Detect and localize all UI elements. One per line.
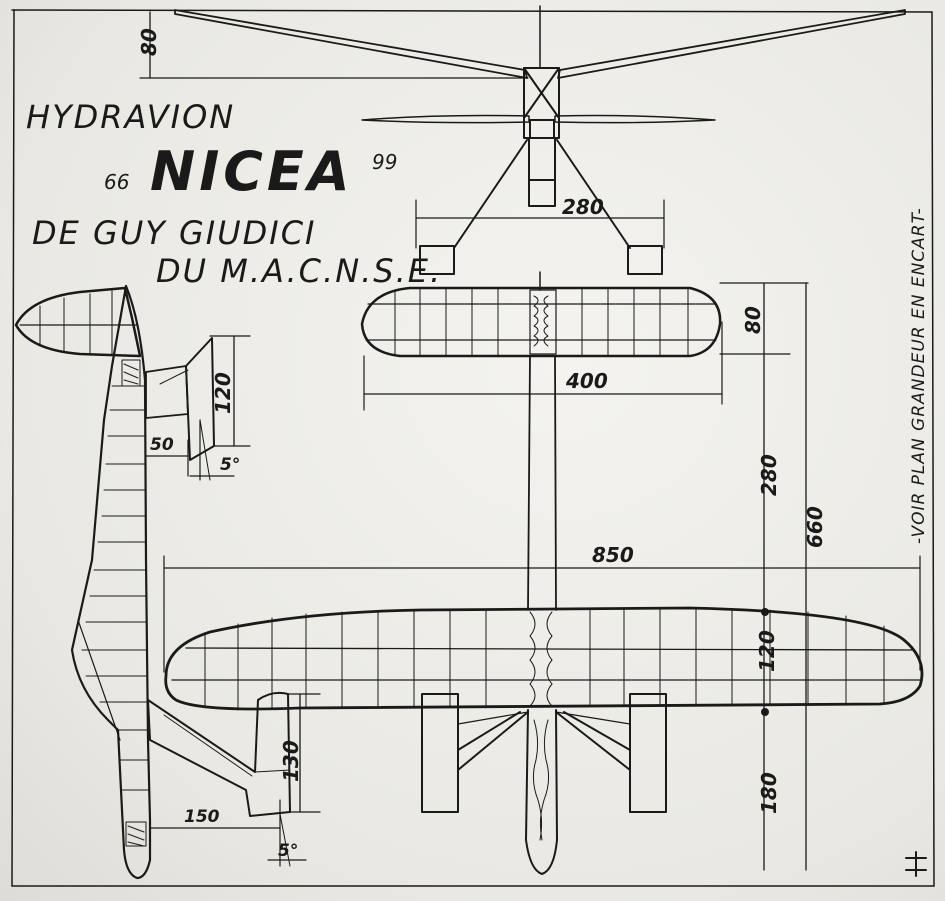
stabilizer-plan bbox=[360, 286, 722, 358]
title-quote-open: 66 bbox=[104, 170, 130, 194]
title-club: DU M.A.C.N.S.E. bbox=[156, 252, 443, 290]
dim-overall-length: 660 bbox=[803, 506, 827, 548]
dim-float-length: 150 bbox=[184, 807, 220, 827]
dim-fin-offset: 50 bbox=[150, 435, 174, 455]
title-designer: DE GUY GIUDICI bbox=[32, 214, 317, 252]
dim-stab-chord: 80 bbox=[741, 306, 765, 334]
dim-fin-height: 120 bbox=[211, 372, 235, 414]
side-note: -VOIR PLAN GRANDEUR EN ENCART- bbox=[909, 207, 929, 544]
title-model-name: NICEA bbox=[150, 140, 354, 203]
dim-wing-span: 850 bbox=[592, 543, 634, 567]
dim-tail-arm: 280 bbox=[757, 454, 781, 496]
dim-nose-length: 180 bbox=[757, 772, 781, 814]
dim-wing-chord: 120 bbox=[755, 630, 779, 672]
dim-float-angle: 5° bbox=[278, 841, 298, 861]
dim-fin-angle: 5° bbox=[220, 455, 240, 475]
side-view bbox=[14, 284, 321, 880]
title-quote-close: 99 bbox=[372, 150, 398, 174]
main-wing-plan bbox=[164, 606, 924, 716]
fuselage-plan bbox=[525, 271, 558, 875]
dim-stab-span: 400 bbox=[565, 369, 608, 393]
title-hydravion: HYDRAVION bbox=[26, 98, 236, 136]
dim-float-track: 280 bbox=[562, 195, 604, 219]
floats-plan bbox=[421, 693, 667, 813]
dim-dihedral-height: 80 bbox=[137, 28, 161, 56]
signature-mark bbox=[905, 851, 927, 877]
dim-float-strut-height: 130 bbox=[279, 740, 303, 782]
